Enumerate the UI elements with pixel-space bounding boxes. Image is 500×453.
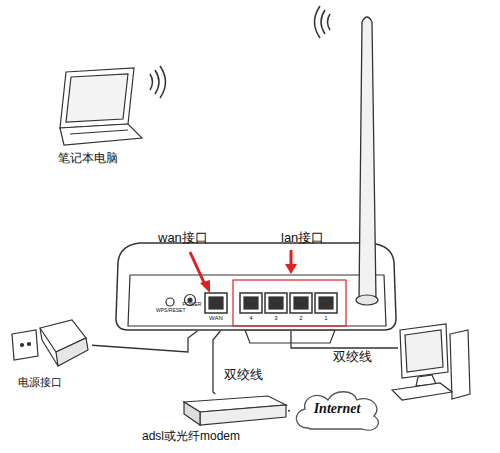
device-label: 电源接口 xyxy=(18,376,88,388)
lan-cable xyxy=(291,331,398,348)
reset-button xyxy=(166,298,174,306)
wifi-waves xyxy=(315,6,331,38)
callout-arrowhead xyxy=(285,264,297,274)
uplink-line xyxy=(288,410,290,411)
edge-label: 双绞线 xyxy=(224,368,263,382)
wan-port xyxy=(205,293,227,313)
internet-cloud: Internet xyxy=(290,388,384,434)
cloud-label: Internet xyxy=(290,401,384,416)
lan-port xyxy=(294,297,308,309)
port-label: WAN xyxy=(206,315,226,322)
modem: adsl或光纤modem xyxy=(180,394,288,427)
laptop-screen xyxy=(60,68,134,128)
callout-label: lan接口 xyxy=(281,231,324,245)
port-label: POWER xyxy=(180,302,204,308)
port-label: 4 xyxy=(241,315,261,322)
modem-box xyxy=(184,402,200,425)
cable-label: 双绞线 xyxy=(333,350,372,364)
laptop-display xyxy=(66,74,128,122)
device-label: 笔记本电脑 xyxy=(58,152,138,165)
twisted-pair-cable xyxy=(213,331,220,394)
power-cable xyxy=(92,331,197,352)
lan-port xyxy=(265,293,287,313)
device-label: adsl或光纤modem xyxy=(142,430,292,443)
power-adapter xyxy=(40,328,42,340)
lan-port xyxy=(269,297,283,309)
power-adapter xyxy=(42,340,58,366)
wall-outlet xyxy=(12,330,38,360)
antenna-base xyxy=(356,295,378,305)
pc-tower xyxy=(450,330,470,399)
port-label: 3 xyxy=(266,315,286,322)
laptop-computer: 笔记本电脑 xyxy=(50,66,142,148)
lan-port xyxy=(315,293,337,313)
antenna xyxy=(359,17,376,300)
wall-outlet xyxy=(28,343,31,346)
lan-port xyxy=(290,293,312,313)
port-label: 2 xyxy=(291,315,311,322)
callout-arrow xyxy=(190,252,206,287)
power-adapter xyxy=(56,338,88,366)
wireless-router: WPS/RESETPOWER WAN 4321 xyxy=(115,243,397,331)
lan-port xyxy=(244,297,258,309)
port-label: WPS/RESET xyxy=(156,308,184,314)
lan-highlight xyxy=(233,280,346,326)
router-stand xyxy=(245,330,335,343)
callout-arrow xyxy=(290,250,293,266)
callout-arrowhead xyxy=(200,280,210,293)
lan-port xyxy=(240,293,262,313)
callout-label: wan接口 xyxy=(158,231,208,245)
lan-port xyxy=(319,297,333,309)
laptop-base xyxy=(60,124,142,145)
router-panel xyxy=(128,275,386,326)
power-adapter: 电源接口 xyxy=(28,316,92,370)
pc-screen xyxy=(405,330,443,372)
wan-port xyxy=(209,297,223,309)
laptop-keyboard xyxy=(70,130,128,134)
modem-box xyxy=(200,405,286,425)
router-body xyxy=(116,243,396,330)
pc-monitor xyxy=(400,324,448,378)
port-label: 1 xyxy=(316,315,336,322)
wall-outlet xyxy=(21,344,24,347)
pc-keyboard xyxy=(392,383,452,400)
wifi-waves xyxy=(150,66,166,98)
